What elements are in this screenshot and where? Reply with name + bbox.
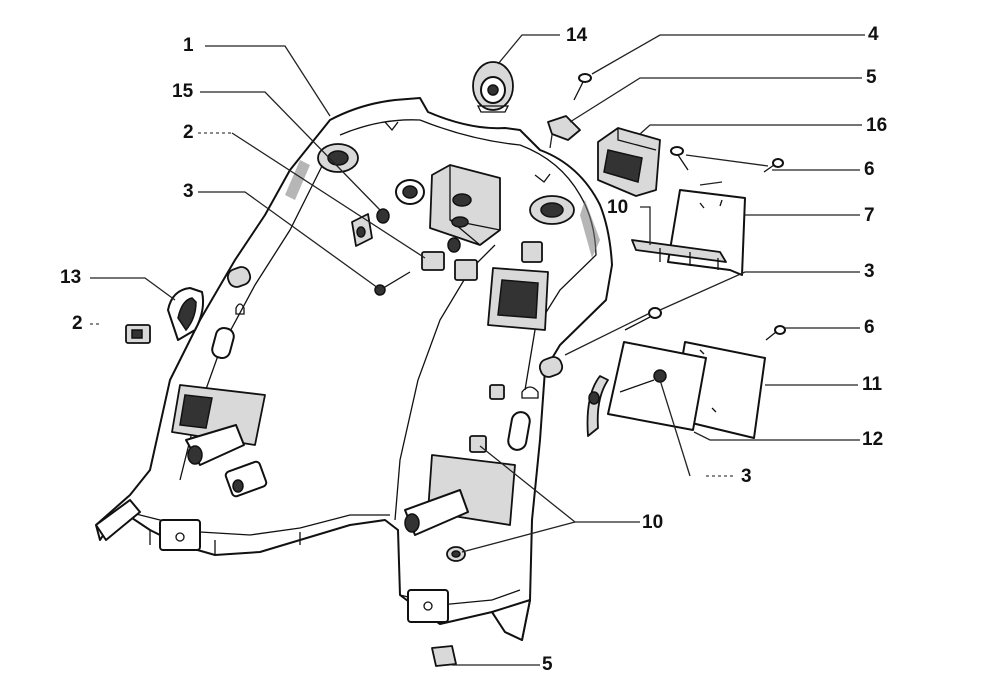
speed-nut-part-2 <box>376 208 543 453</box>
inner-shield-body <box>95 97 613 641</box>
lock-housing-part-16 <box>597 127 661 197</box>
bracket-part-10 <box>631 239 727 270</box>
callout-11: 11 <box>862 374 883 395</box>
key-cover-part-14 <box>472 61 514 113</box>
callout-10-a: 10 <box>607 197 629 218</box>
clip-part-10-bottom <box>446 546 466 562</box>
callout-14: 14 <box>566 25 588 46</box>
callout-4: 4 <box>868 24 879 45</box>
panel-part-12 <box>607 341 707 431</box>
screw-part-3-panel <box>586 369 667 437</box>
callout-2-b: 2 <box>72 313 83 334</box>
callout-2-a: 2 <box>183 122 194 143</box>
clip-part-5-top <box>547 115 581 141</box>
callout-15: 15 <box>172 81 194 102</box>
screw-part-6-mid <box>765 325 786 341</box>
callout-5-b: 5 <box>542 654 553 675</box>
callout-7: 7 <box>864 205 875 226</box>
grommet-part-13 <box>167 287 205 341</box>
screw-part-4 <box>573 73 592 101</box>
clip-part-5-bottom <box>431 645 457 667</box>
callout-12: 12 <box>862 429 884 450</box>
cover-plate-part-7 <box>667 189 746 276</box>
clip-part-15 <box>351 213 373 247</box>
callout-6-a: 6 <box>864 159 875 180</box>
callout-3-b: 3 <box>864 261 875 282</box>
callout-5-a: 5 <box>866 67 877 88</box>
leader-lines <box>90 34 865 666</box>
clip-part-2-left <box>125 324 151 344</box>
callout-6-b: 6 <box>864 317 875 338</box>
callout-3-a: 3 <box>183 181 194 202</box>
callout-3-c: 3 <box>741 466 752 487</box>
callout-16: 16 <box>866 115 888 136</box>
callout-13: 13 <box>60 267 82 288</box>
screws-part-6-top <box>670 146 784 173</box>
callout-1: 1 <box>183 35 194 56</box>
screw-part-3-right <box>624 307 662 331</box>
callout-10-b: 10 <box>642 512 664 533</box>
